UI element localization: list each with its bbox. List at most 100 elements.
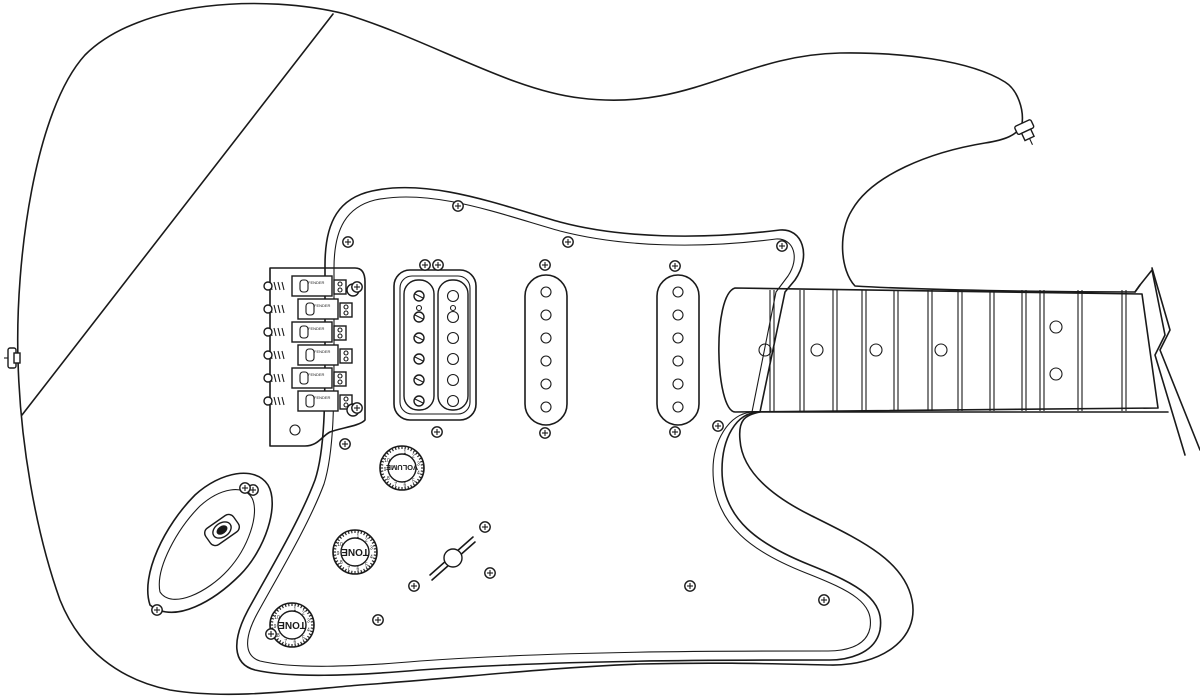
screw: [712, 420, 724, 432]
knob-number: 3: [370, 545, 373, 551]
pickup-neck-single-coil: [656, 274, 700, 426]
pole-slug: [446, 331, 460, 345]
knob-number: 8: [277, 633, 280, 639]
jack-socket: [203, 513, 241, 547]
neck: [718, 287, 1159, 413]
output-jack-plate: [146, 472, 273, 614]
pole-piece: [540, 401, 552, 413]
pole-piece: [672, 309, 684, 321]
pole-piece: [540, 309, 552, 321]
pole-slug: [446, 352, 460, 366]
inlay-dot: [810, 343, 824, 357]
saddle: FENDER: [263, 298, 353, 320]
saddle-brand: FENDER: [314, 349, 331, 354]
knob-number: 10: [384, 458, 390, 464]
knob-number: 6: [294, 640, 297, 646]
screw: [539, 427, 551, 439]
screw: [432, 259, 444, 271]
pole-slug: [446, 310, 460, 324]
strap-button-right: [1014, 119, 1035, 146]
fretboard-outline: [718, 287, 1159, 413]
screw: [684, 580, 696, 592]
pole-piece: [540, 378, 552, 390]
knob-number: 1: [404, 449, 407, 455]
knob-number: 6: [404, 483, 407, 489]
screw: [351, 281, 363, 293]
knob-label: TONE: [341, 546, 369, 557]
pickguard-bevel: [247, 196, 871, 667]
pickguard: [236, 186, 882, 677]
knob-number: 8: [387, 476, 390, 482]
inlay-dot-double: [1049, 367, 1063, 381]
screw: [419, 259, 431, 271]
screw: [151, 604, 163, 616]
screw: [479, 521, 491, 533]
pickup-bridge-humbucker: [393, 269, 477, 421]
inlay-dot-double: [1049, 320, 1063, 334]
pole-piece: [672, 355, 684, 367]
screw: [265, 628, 277, 640]
pole-slug: [446, 394, 460, 408]
screw: [818, 594, 830, 606]
saddle: FENDER: [263, 390, 353, 412]
pole-piece: [540, 355, 552, 367]
screw: [669, 260, 681, 272]
knob-number: 10: [337, 542, 343, 548]
knob-number: 9: [384, 467, 387, 473]
knob-number: 4: [307, 628, 310, 634]
screw: [408, 580, 420, 592]
screw: [484, 567, 496, 579]
knob-number: 5: [302, 636, 305, 642]
pickguard-screws: [151, 200, 830, 640]
knob-number: 2: [302, 610, 305, 616]
screw: [431, 426, 443, 438]
pole-slug: [446, 289, 460, 303]
screw: [452, 200, 464, 212]
saddle: FENDER: [263, 321, 347, 343]
pickguard-outline: [236, 186, 882, 677]
saddle-brand: FENDER: [314, 395, 331, 400]
saddle: FENDER: [263, 367, 347, 389]
knob-label: TONE: [278, 619, 306, 630]
saddle-brand: FENDER: [308, 280, 325, 285]
saddle-brand: FENDER: [314, 303, 331, 308]
tremolo-bridge: FENDER FENDER FENDER FENDER FENDER FENDER: [263, 267, 366, 447]
knob-number: 4: [417, 471, 420, 477]
knob-number: 5: [365, 563, 368, 569]
neck-break-line-2: [1151, 267, 1200, 451]
pole-piece: [540, 332, 552, 344]
knob-number: 2: [365, 537, 368, 543]
inlay-dot: [934, 343, 948, 357]
inlay-dot: [869, 343, 883, 357]
saddle-brand: FENDER: [308, 326, 325, 331]
screw: [339, 438, 351, 450]
screw: [351, 402, 363, 414]
bridge-plate: [269, 267, 366, 447]
inlay-dot: [758, 343, 772, 357]
neck-break-line-1: [1134, 269, 1186, 456]
screw: [239, 482, 251, 494]
knob-number: 6: [357, 567, 360, 573]
pole-piece: [672, 332, 684, 344]
pickup-middle-single-coil: [524, 274, 568, 426]
pickup-selector-switch[interactable]: [429, 536, 476, 581]
knob-number: 5: [412, 479, 415, 485]
pole-piece: [672, 286, 684, 298]
fret-inlays: [758, 320, 1063, 381]
knob-number: 10: [274, 615, 280, 621]
knob-number: 1: [357, 533, 360, 539]
guitar-body: [4, 2, 1200, 696]
body-outline: [16, 2, 1169, 696]
knob-label: VOLUME: [386, 463, 418, 472]
knob-number: 9: [274, 624, 277, 630]
knob-number: 8: [340, 560, 343, 566]
strap-button-left: [4, 347, 21, 369]
saddle-brand: FENDER: [308, 372, 325, 377]
frets: [769, 290, 1127, 411]
screw: [776, 240, 788, 252]
